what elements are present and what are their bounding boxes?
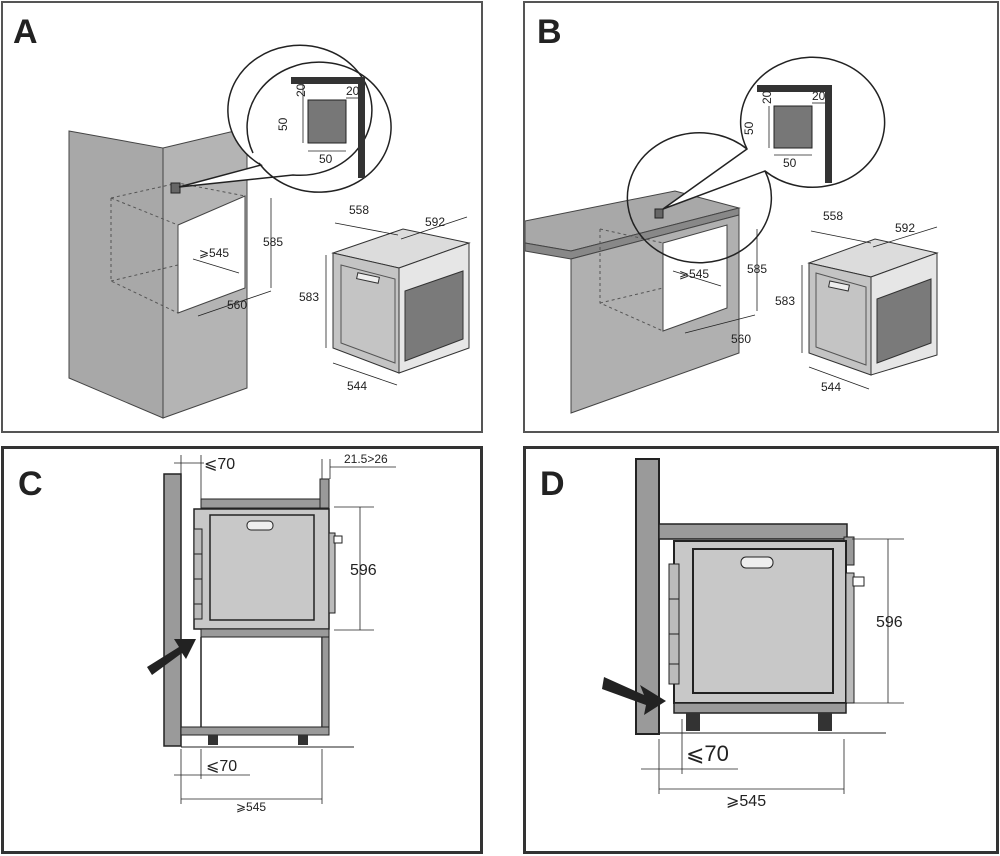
oven-handle	[828, 280, 850, 292]
panel-letter: D	[540, 465, 565, 503]
depth-dim: ⩾545	[726, 793, 766, 810]
vent-square	[654, 208, 664, 219]
hinge-block	[193, 528, 203, 620]
oven-depth-dim: 558	[349, 203, 369, 217]
oven-width-dim: 592	[895, 221, 915, 235]
pointer-arrow	[602, 677, 666, 715]
top-shelf	[658, 523, 848, 540]
inset-right-dim: 20	[346, 84, 360, 98]
foot-right	[298, 735, 308, 745]
rear-bracket	[328, 532, 336, 614]
hinge-block	[668, 563, 680, 685]
panel-letter: B	[537, 13, 562, 51]
niche-height-dim: 585	[747, 262, 767, 276]
panel-c-drawing: ⩽70 21.5>26 596 ⩽70 ⩾545	[147, 452, 396, 814]
niche-height-dim: 585	[263, 235, 283, 249]
panel-letter: A	[13, 13, 38, 51]
rear-knob	[333, 535, 343, 544]
inset-height-dim: 50	[276, 117, 290, 131]
niche-width-dim: 560	[731, 332, 751, 346]
tall-cabinet	[68, 130, 164, 419]
oven-front-dim: 544	[821, 380, 841, 394]
oven-height-dim: 583	[775, 294, 795, 308]
inset-vent	[307, 99, 347, 144]
top-shelf	[200, 498, 327, 509]
gap-dim: ⩽70	[686, 741, 729, 766]
panel-a: A 20 20 50 50 ⩾545 585 560	[1, 1, 483, 433]
oven-door	[209, 514, 315, 621]
panel-c: C ⩽70 21.5>26	[1, 446, 483, 854]
side-panel	[163, 473, 182, 747]
panel-b: B 20 20 50 50 ⩾545 585 560	[523, 1, 999, 433]
panel-d-drawing: 596 ⩽70 ⩾545	[602, 458, 904, 810]
foot-right	[818, 713, 832, 731]
oven-window	[876, 278, 932, 364]
base-shelf	[673, 702, 847, 714]
oven-depth-dim: 558	[823, 209, 843, 223]
inset-top-dim: 20	[294, 83, 308, 97]
foot-left	[208, 735, 218, 745]
foot-left	[686, 713, 700, 731]
inset-vent	[773, 105, 813, 149]
inset-width-dim: 50	[319, 152, 333, 166]
oven-window	[404, 270, 464, 362]
side-panel	[635, 458, 660, 735]
rear-panel-bottom	[321, 636, 330, 732]
oven-door	[692, 548, 834, 694]
pointer-arrow	[147, 639, 196, 675]
bottom-shelf	[180, 726, 330, 736]
oven-width-dim: 592	[425, 215, 445, 229]
height-dim: 596	[876, 614, 903, 631]
gap-top-dim: ⩽70	[204, 456, 235, 473]
oven-handle	[246, 520, 274, 531]
niche-depth-dim: ⩾545	[679, 267, 709, 281]
oven-height-dim: 583	[299, 290, 319, 304]
base-shelf	[200, 628, 330, 638]
panel-a-drawing: 20 20 50 50 ⩾545 585 560 558 592 583 544	[68, 44, 471, 419]
gap-bottom-dim: ⩽70	[206, 758, 237, 775]
vent-square	[170, 182, 181, 194]
inset-right-dim: 20	[812, 89, 826, 103]
depth-dim: ⩾545	[236, 800, 266, 814]
height-dim: 596	[350, 562, 377, 579]
niche-width-dim: 560	[227, 298, 247, 312]
rear-knob	[852, 576, 865, 587]
inset-width-dim: 50	[783, 156, 797, 170]
rear-bracket	[845, 572, 855, 704]
panel-d: D 596 ⩽70 ⩾545	[523, 446, 999, 854]
panel-letter: C	[18, 465, 43, 503]
niche-opening	[177, 195, 246, 314]
oven-handle	[740, 556, 774, 569]
rear-panel-top	[319, 478, 330, 509]
oven-front-dim: 544	[347, 379, 367, 393]
oven-handle	[356, 272, 380, 284]
rear-gap-dim: 21.5>26	[344, 452, 388, 466]
niche-depth-dim: ⩾545	[199, 246, 229, 260]
inset-height-dim: 50	[742, 121, 756, 135]
inset-top-dim: 20	[760, 90, 774, 104]
panel-b-drawing: 20 20 50 50 ⩾545 585 560 558 592 583 544	[525, 56, 939, 414]
